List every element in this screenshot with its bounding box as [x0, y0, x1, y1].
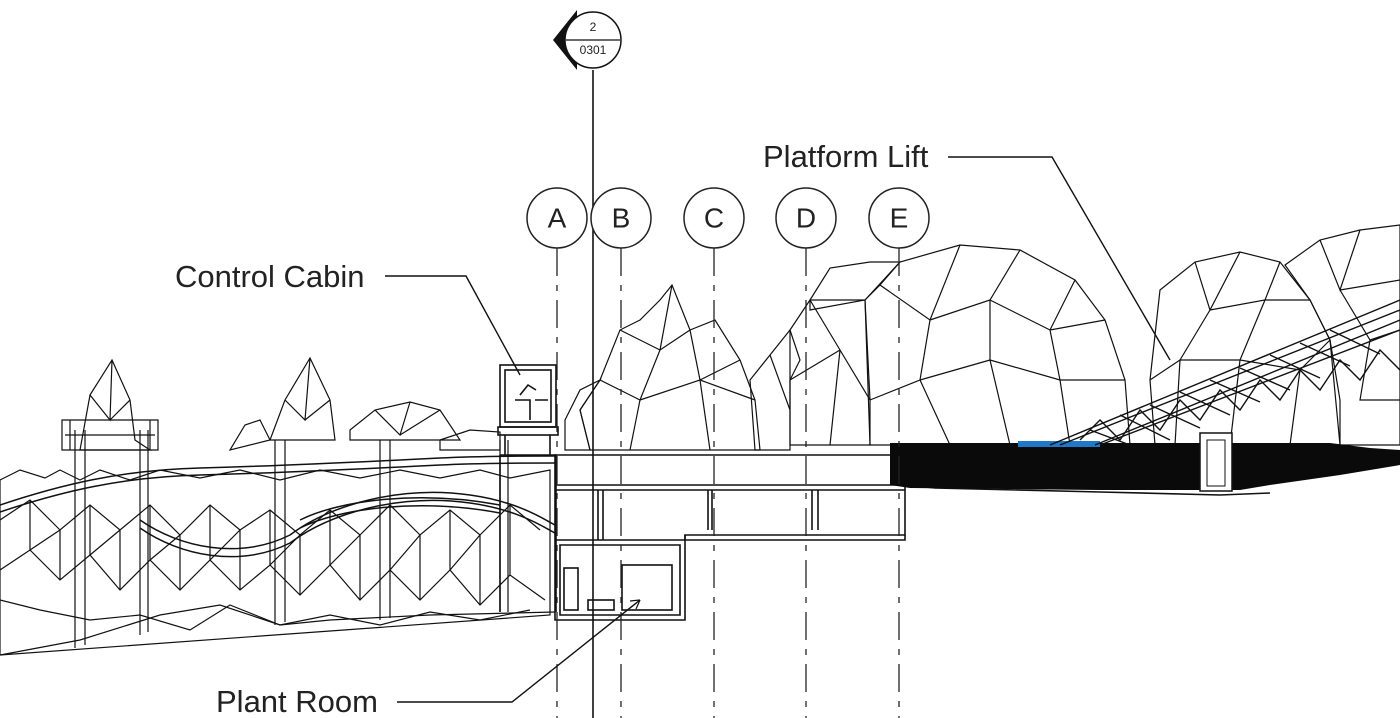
leader-line — [948, 156, 1171, 361]
platform-lift-highlight — [1018, 441, 1100, 447]
section-marker: 2 0301 — [553, 10, 622, 70]
callout-platform-lift-label: Platform Lift — [763, 139, 929, 174]
leader-line — [385, 275, 521, 376]
grid-bubble-a: A — [526, 187, 588, 249]
grid-letter-c: C — [704, 203, 724, 234]
rock-scenery — [0, 224, 1400, 656]
callout-control-cabin-label: Control Cabin — [175, 259, 365, 294]
platform-lift-incline — [1049, 299, 1400, 446]
grid-letter-a: A — [548, 203, 567, 234]
grid-letter-e: E — [890, 203, 909, 234]
section-structure — [554, 454, 1271, 621]
grid-bubble-b: B — [590, 187, 652, 249]
callout-plant-room: Plant Room — [216, 599, 641, 718]
grid-bubbles: A B C D E — [526, 187, 930, 249]
grid-letter-b: B — [612, 203, 631, 234]
callout-platform-lift: Platform Lift — [763, 139, 1171, 361]
section-sheet: 0301 — [580, 43, 607, 57]
callout-control-cabin: Control Cabin — [175, 259, 521, 376]
grid-lines — [556, 248, 900, 718]
callout-plant-room-label: Plant Room — [216, 684, 378, 718]
coaster-track — [0, 455, 556, 558]
grid-bubble-e: E — [868, 187, 930, 249]
control-cabin-structure — [497, 364, 559, 612]
grid-bubble-d: D — [775, 187, 837, 249]
grid-bubble-c: C — [683, 187, 745, 249]
leader-line — [397, 599, 641, 703]
grid-letter-d: D — [796, 203, 816, 234]
section-number: 2 — [590, 20, 597, 34]
arrow-icon — [629, 599, 641, 610]
lift-building — [890, 432, 1400, 492]
